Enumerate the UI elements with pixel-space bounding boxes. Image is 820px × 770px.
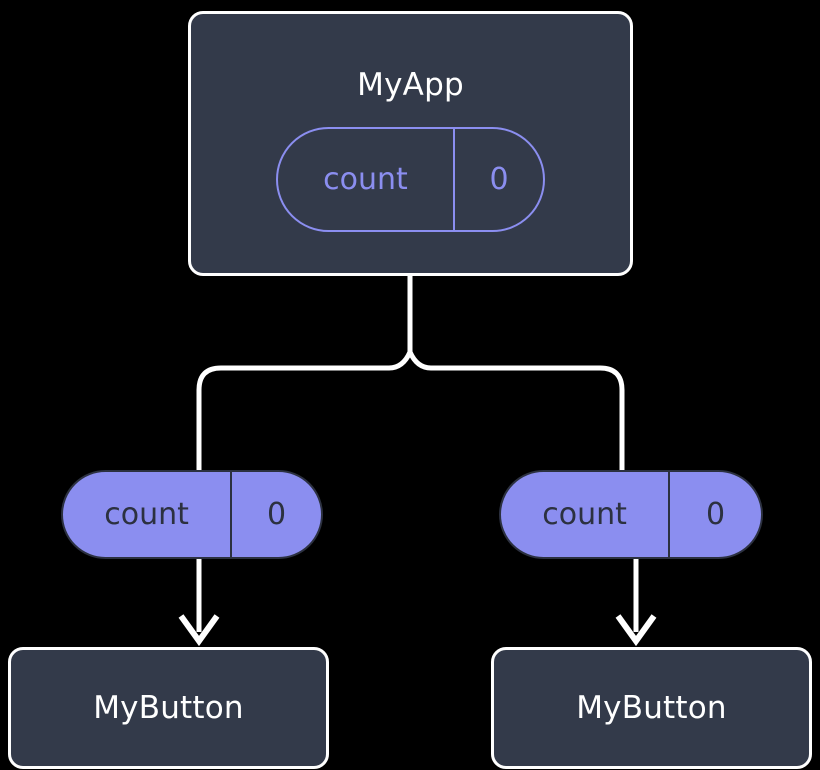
connector-parent-to-children	[196, 273, 625, 474]
props-pill-left-value: 0	[230, 472, 321, 557]
component-title-myapp: MyApp	[357, 67, 464, 103]
component-box-mybutton-left[interactable]: MyButton	[8, 647, 329, 769]
props-pill-right-key: count	[542, 496, 627, 532]
props-pill-right[interactable]: count 0	[499, 470, 763, 559]
state-pill-key: count	[323, 161, 408, 197]
arrowhead-down-right	[615, 614, 657, 647]
component-title-mybutton-left: MyButton	[93, 689, 244, 726]
arrowhead-down-left	[178, 614, 220, 647]
state-pill-value: 0	[453, 129, 543, 230]
props-pill-left[interactable]: count 0	[61, 470, 323, 559]
component-title-mybutton-right: MyButton	[576, 689, 727, 726]
component-box-mybutton-right[interactable]: MyButton	[491, 647, 812, 769]
props-pill-right-value: 0	[668, 472, 761, 557]
props-pill-left-key: count	[104, 496, 189, 532]
state-pill-myapp[interactable]: count 0	[276, 127, 545, 232]
